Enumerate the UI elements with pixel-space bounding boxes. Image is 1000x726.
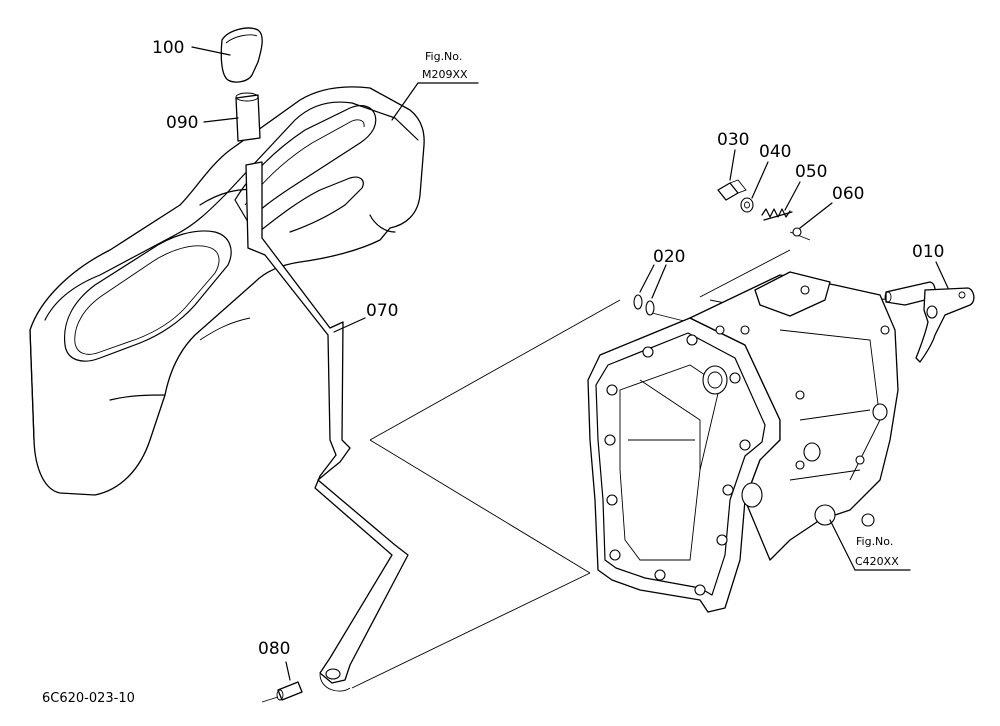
figure-ref-number-m209: M209XX [422,68,468,81]
plug-part-030 [717,179,747,201]
pin-part-080 [261,681,303,703]
part-label-070: 070 [366,301,398,321]
figure-ref-prefix-c420: Fig.No. [856,535,893,548]
drawing-number: 6C620-023-10 [42,691,135,706]
washer-part-040 [740,197,754,213]
shift-lever-part-070 [245,161,409,692]
lever-guide-console [29,82,479,496]
o-rings-part-020 [633,294,655,316]
shift-arm-part-010 [884,281,975,363]
part-label-040: 040 [759,142,791,162]
part-label-030: 030 [717,130,749,150]
part-label-010: 010 [912,242,944,262]
transmission-case [587,271,899,613]
ball-part-060 [792,227,802,237]
part-label-090: 090 [166,113,198,133]
part-label-080: 080 [258,639,290,659]
part-label-100: 100 [152,38,184,58]
sleeve-part-090 [235,92,261,142]
figure-ref-prefix-m209: Fig.No. [425,50,462,63]
figure-ref-number-c420: C420XX [855,555,899,568]
part-label-050: 050 [795,162,827,182]
knob-part-100 [220,27,263,83]
spring-part-050 [761,208,793,221]
part-label-020: 020 [653,247,685,267]
part-label-060: 060 [832,184,864,204]
